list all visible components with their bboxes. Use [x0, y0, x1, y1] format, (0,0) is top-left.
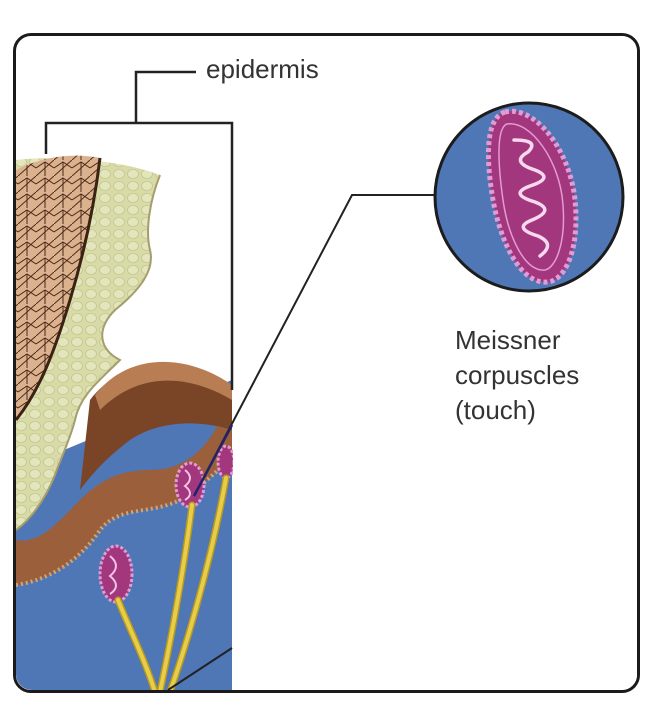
- corpuscle-small-right: [218, 446, 234, 478]
- epidermis-label: epidermis: [206, 54, 319, 85]
- meissner-corpuscles-label: Meissner corpuscles (touch): [455, 323, 579, 428]
- meissner-label-line-2: corpuscles: [455, 358, 579, 393]
- meissner-label-line-1: Meissner: [455, 323, 579, 358]
- meissner-label-line-3: (touch): [455, 393, 579, 428]
- magnified-corpuscle: [435, 103, 623, 291]
- corpuscle-small-lower: [100, 546, 132, 602]
